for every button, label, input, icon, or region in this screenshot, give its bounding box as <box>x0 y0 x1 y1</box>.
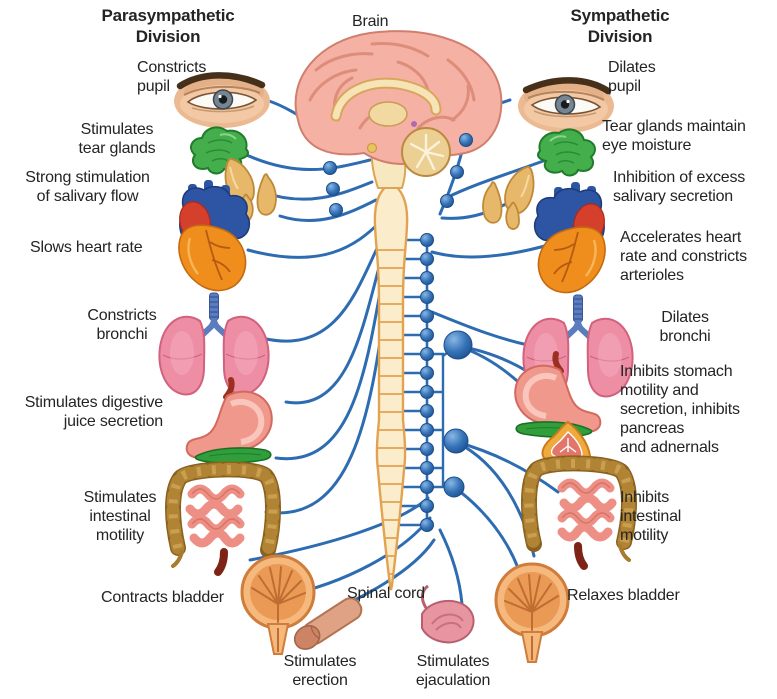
label-stimulates-erection: Stimulates erection <box>283 653 357 689</box>
label-stimulates-tear-glands: Stimulates tear glands <box>78 121 156 157</box>
label-stimulates-intestinal: Stimulates intestinal motility <box>83 489 157 544</box>
genital-organ-illustration <box>420 584 476 644</box>
label-relaxes-bladder: Relaxes bladder <box>567 587 680 604</box>
heart-left-illustration <box>174 178 251 292</box>
label-brain: Brain <box>352 13 389 30</box>
label-tear-glands-maintain: Tear glands maintain eye moisture <box>602 118 746 154</box>
label-accelerates-heart: Accelerates heart rate and constricts ar… <box>620 229 747 284</box>
title-sympathetic-division: Sympathetic Division <box>570 6 670 46</box>
label-inhibition-salivary: Inhibition of excess salivary secretion <box>613 169 746 205</box>
label-strong-stimulation-salivary: Strong stimulation of salivary flow <box>25 169 150 205</box>
label-stimulates-ejaculation: Stimulates ejaculation <box>415 653 491 689</box>
label-slows-heart-rate: Slows heart rate <box>30 239 143 256</box>
eye-right-illustration <box>518 79 614 133</box>
intestines-left-illustration <box>173 469 273 572</box>
brain-illustration <box>294 30 503 189</box>
label-inhibits-stomach: Inhibits stomach motility and secretion,… <box>620 363 740 456</box>
label-constricts-bronchi: Constricts bronchi <box>87 307 157 343</box>
tear-gland-right-illustration <box>537 128 596 177</box>
ganglia <box>323 133 473 532</box>
label-dilates-bronchi: Dilates bronchi <box>659 309 711 345</box>
heart-right-illustration <box>533 180 610 294</box>
label-contracts-bladder: Contracts bladder <box>101 589 224 606</box>
stomach-pancreas-left-illustration <box>187 380 272 463</box>
label-constricts-pupil: Constricts pupil <box>137 59 207 95</box>
bladder-right-illustration <box>494 562 570 664</box>
label-spinal-cord: Spinal cord <box>347 585 425 602</box>
label-dilates-pupil: Dilates pupil <box>608 59 656 95</box>
salivary-glands-right-illustration <box>482 165 535 230</box>
label-inhibits-intestinal: Inhibits intestinal motility <box>620 489 682 544</box>
title-parasympathetic-division: Parasympathetic Division <box>101 6 235 46</box>
label-stimulates-digestive: Stimulates digestive juice secretion <box>24 394 163 430</box>
spinal-cord-illustration <box>373 181 409 592</box>
intestines-right-illustration <box>529 463 629 566</box>
